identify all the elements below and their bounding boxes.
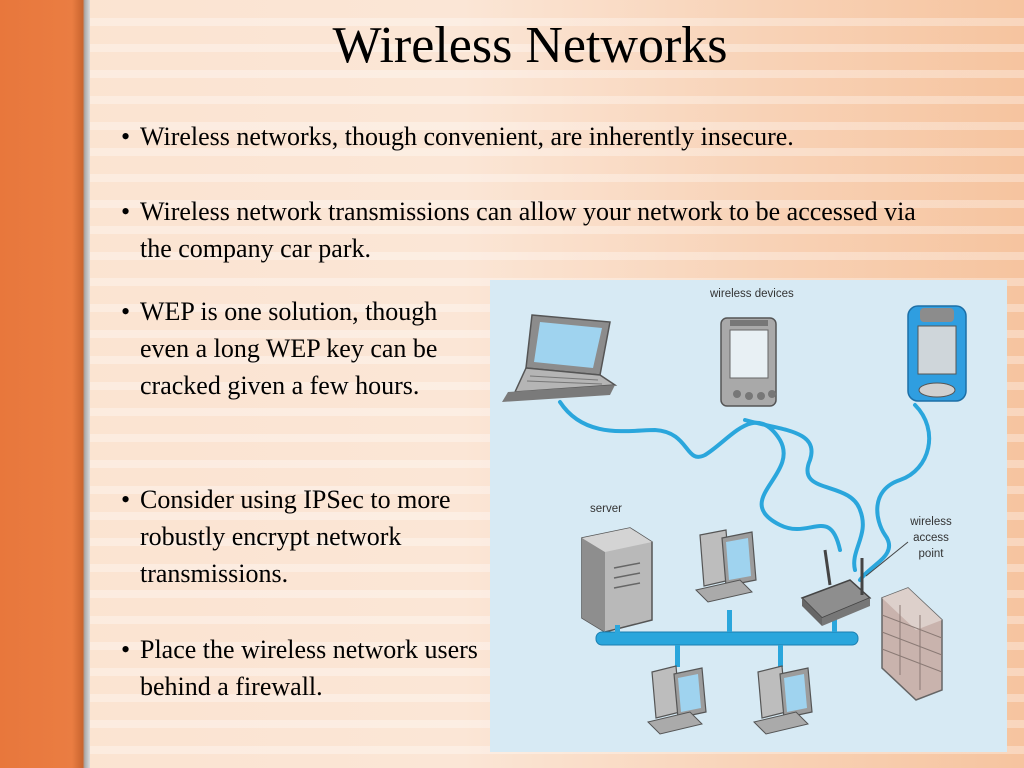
- bullet-5: • Place the wireless network users behin…: [121, 631, 480, 705]
- bullet-text: Place the wireless network users behind …: [140, 635, 478, 701]
- server-icon: [581, 527, 653, 633]
- handheld-icon: [907, 305, 967, 402]
- bullet-4: • Consider using IPSec to more robustly …: [121, 481, 480, 592]
- laptop-icon: [502, 314, 618, 402]
- access-point-label-line-1: wireless: [909, 516, 952, 528]
- workstation-icon: [695, 529, 757, 603]
- access-point-label-line-2: access: [913, 532, 949, 544]
- access-point-icon: [800, 541, 909, 626]
- workstation-icon: [753, 665, 813, 735]
- bullet-marker: •: [121, 297, 131, 326]
- slide-title: Wireless Networks: [332, 17, 728, 74]
- server-label: server: [590, 503, 622, 515]
- bullet-marker: •: [121, 122, 131, 151]
- network-diagram: wireless devices server wireless access …: [490, 280, 1007, 752]
- bullet-text: Consider using IPSec to more robustly en…: [140, 485, 451, 588]
- access-point-label-line-3: point: [919, 548, 945, 560]
- workstation-icon: [647, 665, 707, 735]
- bullet-1: • Wireless networks, though convenient, …: [121, 118, 1000, 155]
- signal-wave-handheld: [858, 403, 932, 582]
- bullet-marker: •: [121, 485, 131, 514]
- signal-wave-laptop: [558, 400, 842, 552]
- bullet-marker: •: [121, 635, 131, 664]
- wireless-devices-label: wireless devices: [709, 288, 794, 300]
- bullet-2: • Wireless network transmissions can all…: [121, 193, 940, 267]
- bullet-text: Wireless networks, though convenient, ar…: [140, 122, 794, 151]
- network-diagram-svg: wireless devices server wireless access …: [502, 288, 967, 735]
- signal-wave-pda: [743, 418, 865, 572]
- bullet-3: • WEP is one solution, though even a lon…: [121, 293, 480, 404]
- wireless-signal-waves: [558, 400, 932, 582]
- left-accent-bar: [0, 0, 90, 768]
- bullet-text: Wireless network transmissions can allow…: [140, 197, 916, 263]
- pda-icon: [720, 317, 777, 407]
- bullet-marker: •: [121, 197, 131, 226]
- firewall-icon: [881, 587, 943, 701]
- bullet-text: WEP is one solution, though even a long …: [140, 297, 438, 400]
